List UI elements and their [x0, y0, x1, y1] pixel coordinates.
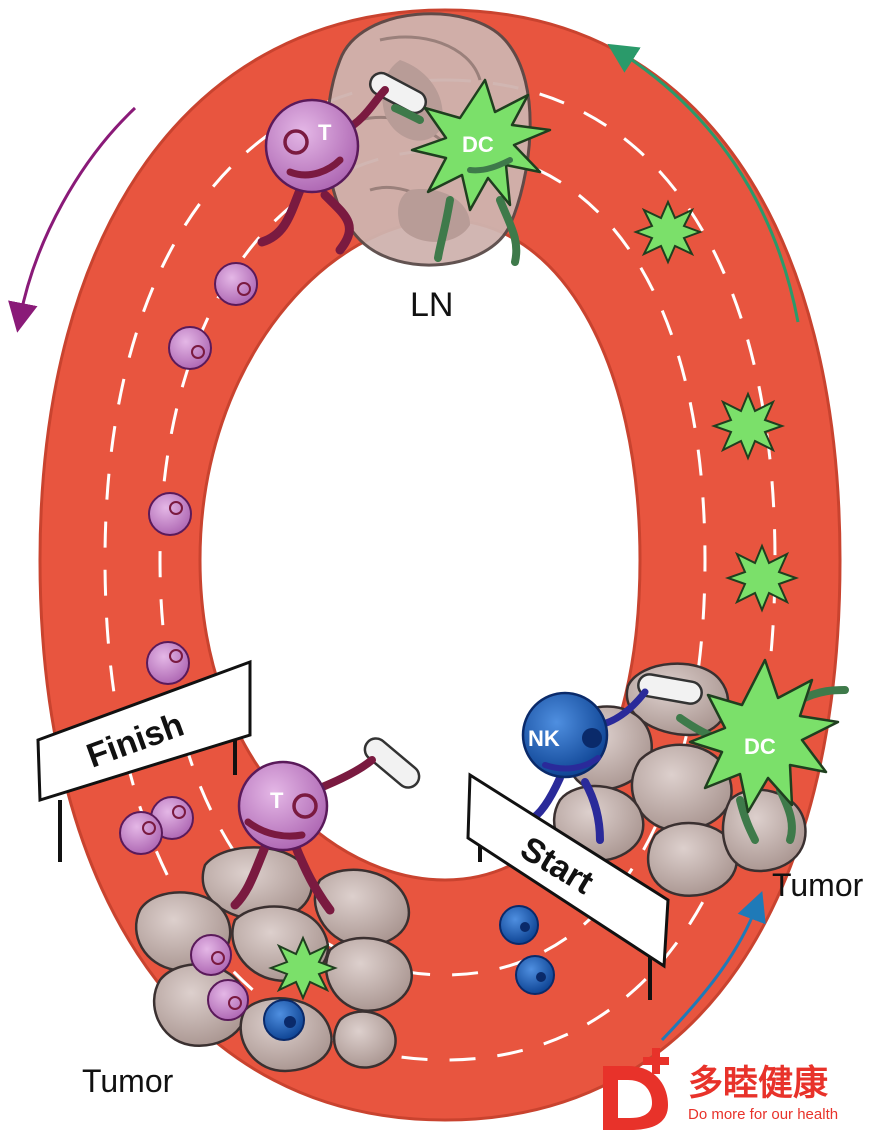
t-cells-migrating: [119, 262, 258, 855]
brand-logo-icon: [603, 1048, 669, 1130]
t-cell-label: T: [318, 120, 332, 145]
small-t-cell: [148, 492, 192, 536]
small-dc-cell: [633, 199, 703, 265]
dendritic-cell-tumor: DC: [676, 658, 849, 844]
arrow-purple-icon: [8, 106, 137, 333]
small-t-cell: [119, 811, 163, 855]
baton-icon: [637, 673, 703, 705]
t-cell-ln: T: [257, 86, 389, 255]
t-cell-finish: T: [230, 756, 376, 915]
small-t-cell: [214, 262, 258, 306]
nk-cell-label: NK: [528, 726, 560, 751]
tumor-label-left: Tumor: [82, 1063, 174, 1099]
small-t-cell: [207, 979, 249, 1021]
dc-cell-label: DC: [462, 132, 494, 157]
baton-icon: [363, 737, 421, 789]
dendritic-cell-ln: DC: [391, 78, 552, 266]
small-nk-cell: [515, 955, 555, 995]
small-dc-cell: [268, 935, 338, 1001]
brand-name-cn: 多睦健康: [688, 1063, 828, 1104]
dc-cell-label-tumor: DC: [744, 734, 776, 759]
ln-label: LN: [410, 286, 453, 324]
small-t-cell: [190, 934, 232, 976]
small-t-cell: [146, 641, 190, 685]
dc-cells-migrating: [633, 199, 800, 613]
arrow-green-icon: [607, 43, 800, 323]
tumor-label-right: Tumor: [772, 867, 864, 903]
small-nk-cell: [499, 905, 539, 945]
small-t-cell: [168, 326, 212, 370]
small-nk-cell: [263, 999, 305, 1041]
brand-watermark: 多睦健康 Do more for our health: [603, 1048, 838, 1130]
nk-cell: NK: [521, 688, 649, 844]
arrow-blue-icon: [660, 890, 766, 1042]
small-dc-cell: [724, 543, 800, 613]
brand-slogan: Do more for our health: [688, 1106, 838, 1123]
t-cell-label-finish: T: [270, 788, 284, 813]
nk-cells-migrating: [499, 905, 555, 995]
small-dc-cell: [710, 391, 786, 461]
